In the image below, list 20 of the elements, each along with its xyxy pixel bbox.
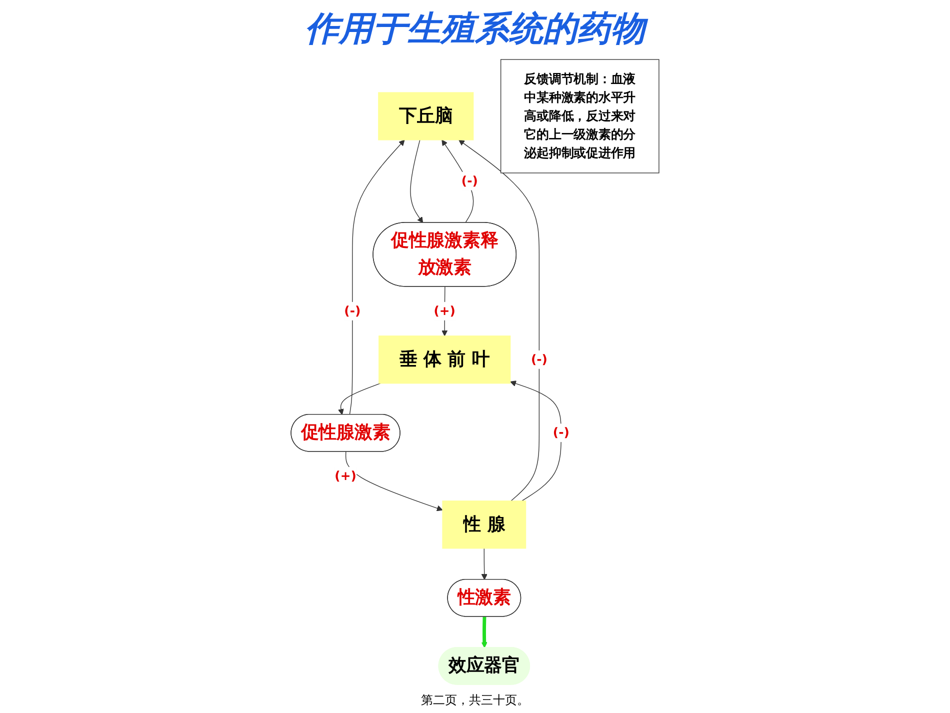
edge-label: (-)	[461, 174, 478, 188]
page-footer: 第二页，共三十页。	[421, 692, 529, 709]
arrow	[410, 140, 424, 224]
edge-label: (-)	[344, 304, 361, 318]
edge-label: (-)	[530, 352, 548, 367]
edge-label: (-)	[552, 426, 570, 440]
arrow	[349, 140, 405, 415]
arrow	[338, 383, 381, 415]
arrow	[458, 140, 540, 502]
arrow	[510, 380, 562, 502]
arrow	[481, 548, 488, 580]
edge-label: (+)	[434, 304, 456, 318]
arrow	[442, 140, 474, 224]
node-box: 性 腺	[442, 500, 526, 549]
edge-label: (+)	[334, 468, 356, 484]
arrow	[345, 451, 443, 512]
node-box: 垂 体 前 叶	[378, 336, 511, 384]
arrow	[481, 616, 488, 648]
node-box: 反馈调节机制：血液中某种激素的水平升高或降低，反过来对它的上一级激素的分泌起抑制或促进作用	[500, 59, 660, 174]
node-box: 下丘脑	[378, 92, 474, 140]
